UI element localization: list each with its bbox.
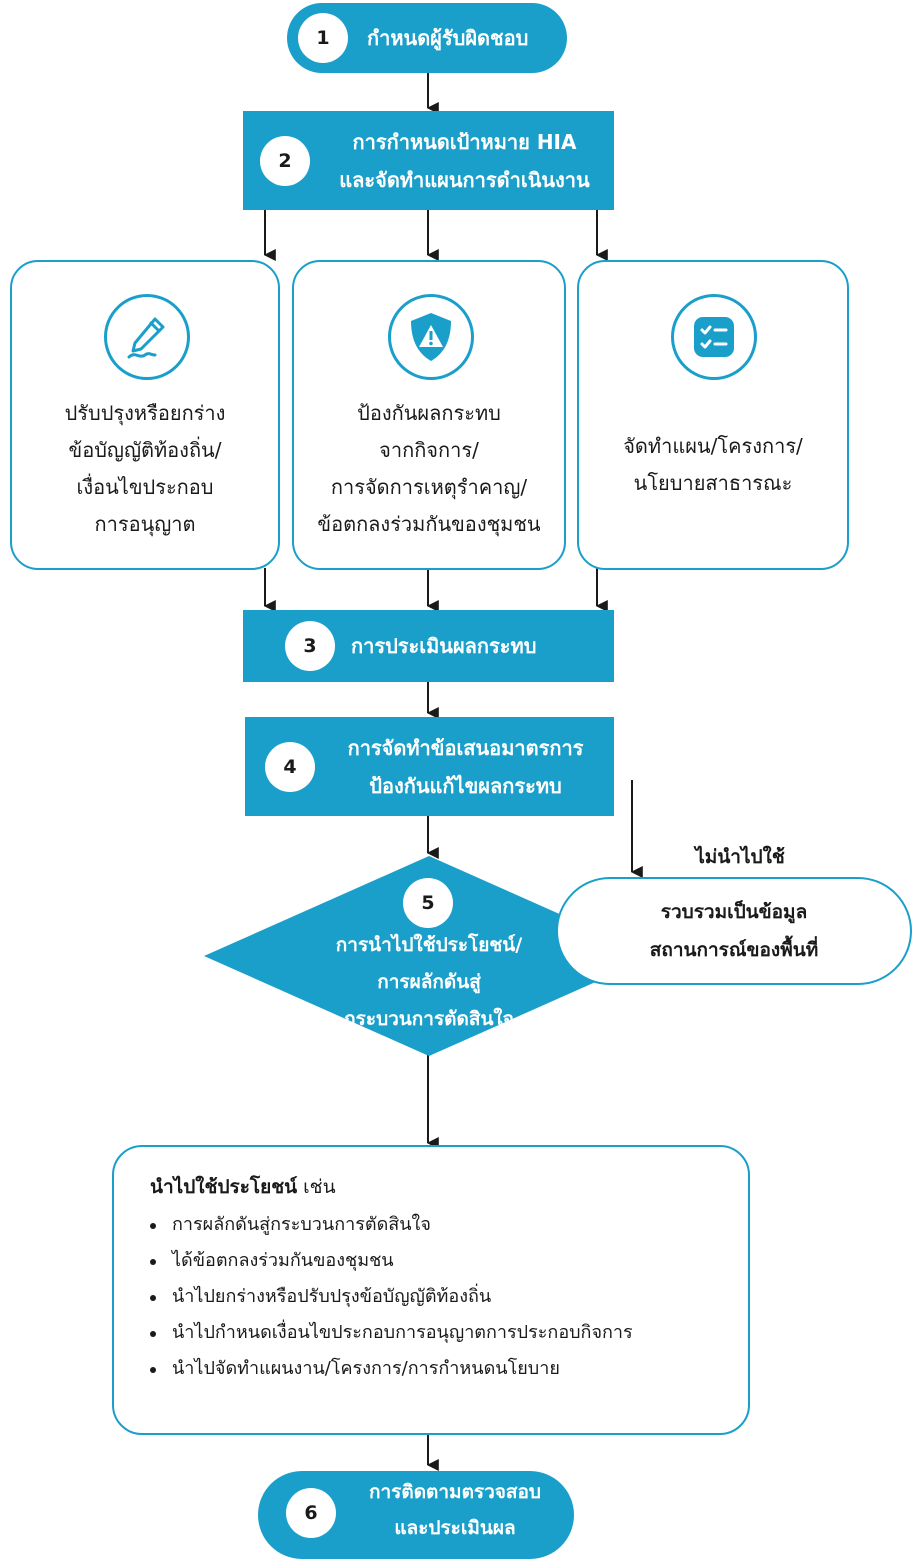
step-6-pill: 6 การติดตามตรวจสอบ และประเมินผล — [258, 1471, 574, 1559]
step-2-text: การกำหนดเป้าหมาย HIA และจัดทำแผนการดำเนิ… — [315, 111, 614, 210]
step-2-box: 2 การกำหนดเป้าหมาย HIA และจัดทำแผนการดำเ… — [243, 111, 614, 210]
step-6-text: การติดตามตรวจสอบ และประเมินผล — [344, 1471, 566, 1549]
not-used-line: สถานการณ์ของพื้นที่ — [649, 939, 819, 961]
box-plan-text: จัดทำแผน/โครงการ/ นโยบายสาธารณะ — [579, 428, 847, 502]
step-2-line1: การกำหนดเป้าหมาย HIA — [352, 129, 577, 154]
used-list-item: นำไปยกร่างหรือปรับปรุงข้อบัญญัติท้องถิ่น — [146, 1279, 633, 1315]
box-prevention-line: ข้อตกลงร่วมกันของชุมชน — [317, 512, 541, 536]
step-2-number: 2 — [260, 136, 310, 186]
box-regulation-line: เงื่อนไขประกอบ — [76, 475, 214, 499]
step-4-line2: ป้องกันแก้ไขผลกระทบ — [369, 773, 562, 798]
box-plan: จัดทำแผน/โครงการ/ นโยบายสาธารณะ — [577, 260, 849, 570]
box-prevention-line: การจัดการเหตุรำคาญ/ — [330, 475, 528, 499]
box-regulation-line: ปรับปรุงหรือยกร่าง — [64, 401, 226, 425]
checklist-icon — [671, 294, 757, 380]
used-list-item: การผลักดันสู่กระบวนการตัดสินใจ — [146, 1207, 633, 1243]
step-5-line: กระบวนการตัดสินใจ — [344, 1008, 514, 1030]
step-6-line1: การติดตามตรวจสอบ — [368, 1481, 541, 1503]
step-4-box: 4 การจัดทำข้อเสนอมาตรการ ป้องกันแก้ไขผลก… — [245, 717, 614, 816]
step-5-diamond — [204, 856, 654, 1056]
step-1-pill: 1 กำหนดผู้รับผิดชอบ — [287, 3, 567, 73]
step-5-line: การนำไปใช้ประโยชน์/ — [335, 934, 523, 956]
used-list-item: นำไปกำหนดเงื่อนไขประกอบการอนุญาตการประกอ… — [146, 1315, 633, 1351]
step-6-line2: และประเมินผล — [394, 1517, 516, 1539]
step-1-label: กำหนดผู้รับผิดชอบ — [367, 26, 529, 50]
shield-warning-icon — [388, 294, 474, 380]
box-regulation-text: ปรับปรุงหรือยกร่าง ข้อบัญญัติท้องถิ่น/ เ… — [12, 395, 278, 543]
box-regulation-line: ข้อบัญญัติท้องถิ่น/ — [68, 438, 222, 462]
not-used-box: รวบรวมเป็นข้อมูล สถานการณ์ของพื้นที่ — [556, 877, 912, 985]
box-regulation-line: การอนุญาต — [94, 512, 196, 536]
box-prevention-line: จากกิจการ/ — [379, 438, 479, 462]
box-regulation: ปรับปรุงหรือยกร่าง ข้อบัญญัติท้องถิ่น/ เ… — [10, 260, 280, 570]
used-list-item: นำไปจัดทำแผนงาน/โครงการ/การกำหนดนโยบาย — [146, 1351, 633, 1387]
step-3-box: 3 การประเมินผลกระทบ — [243, 610, 614, 682]
box-plan-line: นโยบายสาธารณะ — [633, 471, 793, 495]
step-6-number: 6 — [286, 1488, 336, 1538]
step-2-line2: และจัดทำแผนการดำเนินงาน — [339, 167, 590, 192]
box-plan-line: จัดทำแผน/โครงการ/ — [623, 434, 803, 458]
step-1-number: 1 — [298, 13, 348, 63]
step-4-number: 4 — [265, 742, 315, 792]
step-3-number: 3 — [285, 621, 335, 671]
step-5-line: การผลักดันสู่ — [377, 971, 481, 993]
pen-icon — [104, 294, 190, 380]
used-title-bold: นำไปใช้ประโยชน์ — [150, 1176, 298, 1198]
not-used-line: รวบรวมเป็นข้อมูล — [660, 901, 808, 923]
step-5-text: การนำไปใช้ประโยชน์/ การผลักดันสู่ กระบวน… — [254, 927, 604, 1038]
used-list-item: ได้ข้อตกลงร่วมกันของชุมชน — [146, 1243, 633, 1279]
used-title: นำไปใช้ประโยชน์ เช่น — [150, 1169, 336, 1205]
used-list: การผลักดันสู่กระบวนการตัดสินใจ ได้ข้อตกล… — [146, 1207, 633, 1387]
step-5-number: 5 — [403, 878, 453, 928]
box-prevention-text: ป้องกันผลกระทบ จากกิจการ/ การจัดการเหตุร… — [294, 395, 564, 543]
box-prevention: ป้องกันผลกระทบ จากกิจการ/ การจัดการเหตุร… — [292, 260, 566, 570]
used-box: นำไปใช้ประโยชน์ เช่น การผลักดันสู่กระบวน… — [112, 1145, 750, 1435]
used-title-rest: เช่น — [297, 1176, 336, 1198]
not-used-label: ไม่นำไปใช้ — [695, 846, 785, 868]
step-3-label: การประเมินผลกระทบ — [351, 634, 537, 658]
step-4-line1: การจัดทำข้อเสนอมาตรการ — [347, 735, 584, 760]
box-prevention-line: ป้องกันผลกระทบ — [357, 401, 501, 425]
step-4-text: การจัดทำข้อเสนอมาตรการ ป้องกันแก้ไขผลกระ… — [317, 717, 614, 816]
